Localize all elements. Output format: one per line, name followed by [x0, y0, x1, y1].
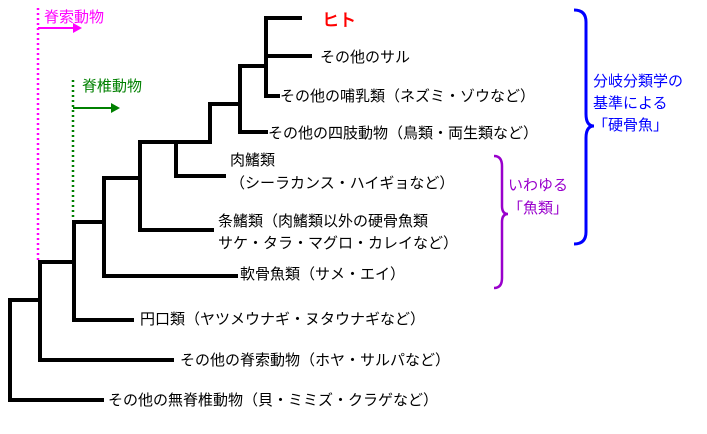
osteichthyes-label-2: 基準による	[593, 94, 668, 112]
fish-label-2: 「魚類」	[508, 199, 568, 217]
label-other-monkeys: その他のサル	[320, 48, 410, 66]
branch-sarcopterygii-node	[138, 140, 178, 180]
label-other-mammals: その他の哺乳類（ネズミ・ゾウなど）	[280, 87, 535, 105]
vertebrata-marker: 脊椎動物	[71, 77, 142, 218]
taxon-labels: ヒト その他のサル その他の哺乳類（ネズミ・ゾウなど） その他の四肢動物（鳥類・…	[108, 11, 538, 409]
osteichthyes-label-1: 分岐分類学の	[593, 72, 683, 90]
label-chondrichthyes: 軟骨魚類（サメ・エイ）	[240, 265, 405, 283]
label-other-tetrapods: その他の四肢動物（鳥類・両生類など）	[268, 124, 538, 142]
branch-other-monkeys	[264, 54, 312, 68]
chordata-arrow-head	[73, 23, 82, 33]
label-sarcopterygii-2: （シーラカンス・ハイギョなど）	[230, 174, 454, 192]
osteichthyes-label-3: 「硬骨魚」	[593, 116, 668, 134]
fish-brace	[493, 154, 509, 290]
osteichthyes-brace	[573, 8, 595, 246]
chordata-label: 脊索動物	[44, 8, 104, 26]
fish-bracket: いわゆる 「魚類」	[493, 154, 568, 290]
label-actinopterygii-2: サケ・タラ・マグロ・カレイなど）	[218, 234, 458, 252]
branch-tetrapoda	[174, 102, 242, 144]
fish-label-1: いわゆる	[508, 176, 568, 194]
label-actinopterygii-1: 条鰭類（肉鰭類以外の硬骨魚類	[218, 212, 428, 230]
label-human: ヒト	[322, 11, 356, 31]
label-cyclostomata: 円口類（ヤツメウナギ・ヌタウナギなど）	[140, 310, 425, 328]
branch-root	[8, 298, 42, 402]
branch-primates	[264, 16, 302, 68]
label-other-invertebrates: その他の無脊椎動物（貝・ミミズ・クラゲなど）	[108, 391, 438, 409]
label-sarcopterygii-1: 肉鰭類	[230, 151, 275, 169]
branch-osteichthyes	[102, 176, 142, 232]
branch-mammalia	[238, 64, 268, 106]
label-other-chordates: その他の脊索動物（ホヤ・サルパなど）	[180, 351, 450, 369]
branch-to-vertebrata	[38, 260, 76, 322]
vertebrata-label: 脊椎動物	[82, 77, 142, 95]
chordata-marker: 脊索動物	[36, 8, 104, 260]
branch-gnathostomata	[72, 220, 106, 278]
osteichthyes-bracket: 分岐分類学の 基準による 「硬骨魚」	[573, 8, 683, 246]
tree-branches	[8, 16, 312, 402]
vertebrata-arrow-head	[111, 103, 120, 113]
